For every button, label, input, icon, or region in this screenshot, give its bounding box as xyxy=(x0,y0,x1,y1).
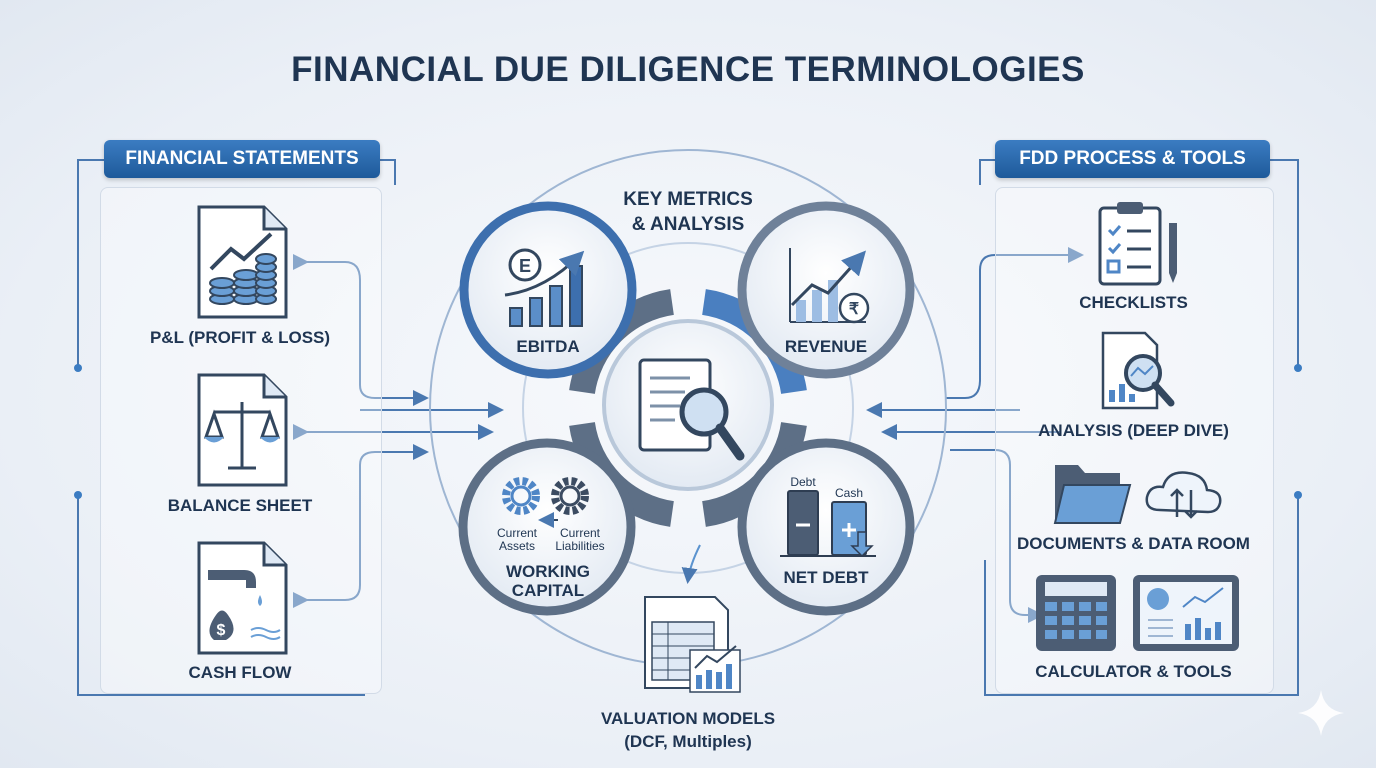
documents-label: DOCUMENTS & DATA ROOM xyxy=(1017,534,1250,553)
valuation-models-sublabel: (DCF, Multiples) xyxy=(624,732,752,751)
financial-statements-header: FINANCIAL STATEMENTS xyxy=(104,140,380,178)
right-bracket-bottom xyxy=(984,495,1299,696)
metric-net-debt[interactable]: Debt Cash NET DEBT xyxy=(737,438,915,616)
rupee-coin-icon xyxy=(838,292,870,324)
pl-label: P&L (PROFIT & LOSS) xyxy=(149,328,331,347)
current-assets-label-2: Assets xyxy=(499,539,535,553)
metric-revenue[interactable]: ₹ REVENUE xyxy=(737,201,915,379)
metric-ebitda[interactable]: E EBITDA xyxy=(459,201,637,379)
working-capital-label-2: CAPITAL xyxy=(512,581,584,600)
gears-icon xyxy=(502,477,589,515)
cash-flow-label: CASH FLOW xyxy=(188,663,292,682)
revenue-symbol: ₹ xyxy=(849,301,859,318)
balance-sheet-document-icon[interactable] xyxy=(196,372,290,488)
left-connectors xyxy=(293,254,504,608)
current-liabilities-label: Current xyxy=(560,526,601,540)
metric-working-capital[interactable]: Current Assets Current Liabilities WORKI… xyxy=(458,438,636,616)
calculator-label: CALCULATOR & TOOLS xyxy=(1035,662,1232,681)
sparkle-icon xyxy=(1298,690,1344,736)
euro-coin-icon xyxy=(508,248,542,282)
cash-label: Cash xyxy=(835,486,863,500)
analysis-label: ANALYSIS (DEEP DIVE) xyxy=(1038,421,1229,440)
cash-flow-document-icon[interactable]: $ xyxy=(196,540,290,656)
ebitda-label: EBITDA xyxy=(516,337,579,356)
debt-label: Debt xyxy=(790,475,816,489)
folder-cloud-icon[interactable] xyxy=(1050,455,1235,530)
working-capital-label: WORKING xyxy=(506,562,590,581)
revenue-label: REVENUE xyxy=(785,337,867,356)
current-assets-label: Current xyxy=(497,526,538,540)
magnifier-report-icon[interactable] xyxy=(1095,328,1185,413)
checklists-label: CHECKLISTS xyxy=(1079,293,1188,312)
valuation-models-label: VALUATION MODELS xyxy=(600,709,776,728)
fdd-process-header: FDD PROCESS & TOOLS xyxy=(995,140,1270,178)
valuation-spreadsheet-icon xyxy=(644,596,741,693)
debt-bar xyxy=(787,490,819,556)
key-metrics-heading: KEY METRICS xyxy=(623,189,753,210)
page-title: FINANCIAL DUE DILIGENCE TERMINOLOGIES xyxy=(291,50,1085,89)
right-bracket-top xyxy=(979,159,1299,368)
balance-sheet-label: BALANCE SHEET xyxy=(167,496,313,515)
key-metrics-heading-2: & ANALYSIS xyxy=(632,214,745,235)
current-liabilities-label-2: Liabilities xyxy=(555,539,604,553)
svg-text:$: $ xyxy=(217,622,226,639)
calculator-tablet-icon[interactable] xyxy=(1033,572,1243,654)
clipboard-checklist-icon[interactable] xyxy=(1095,198,1185,288)
profit-loss-document-icon[interactable] xyxy=(196,204,290,320)
analysis-magnifier-icon xyxy=(602,319,774,491)
net-debt-label: NET DEBT xyxy=(784,568,870,587)
left-bracket-bottom xyxy=(77,495,365,696)
ebitda-symbol: E xyxy=(519,256,531,276)
